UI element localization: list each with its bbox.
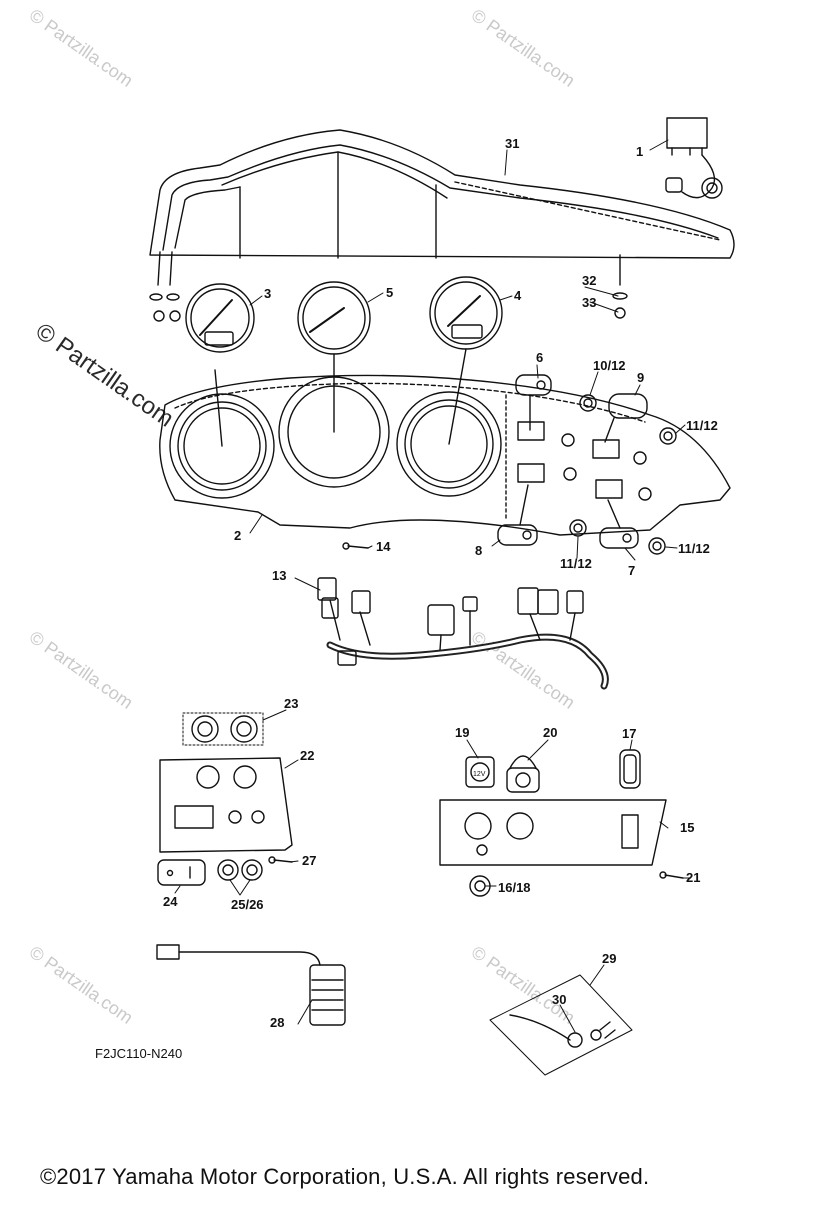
watermark-text: © Partzilla.com xyxy=(26,942,137,1028)
socket-label: 12V xyxy=(473,771,486,778)
diagram-code: F2JC110-N240 xyxy=(95,1046,183,1061)
part-10-11-plugs xyxy=(569,394,677,555)
callout-15: 15 xyxy=(680,820,694,835)
part-3-tachometer xyxy=(185,283,255,353)
part-27-screw xyxy=(268,856,293,864)
callout-11-12: 11/12 xyxy=(686,418,718,433)
part-25-26-grommets xyxy=(217,859,263,881)
callout-23: 23 xyxy=(284,696,298,711)
callout-2: 2 xyxy=(234,528,241,543)
part-9-switch xyxy=(604,393,648,443)
part-28-sensor xyxy=(156,944,346,1026)
part-2-meter-panel xyxy=(159,348,731,536)
part-31-meter-cover xyxy=(149,129,735,286)
callout-28: 28 xyxy=(270,1015,284,1030)
part-4-multifunction-gauge xyxy=(429,276,503,350)
part-15-panel xyxy=(439,799,667,866)
callout-31: 31 xyxy=(505,136,519,151)
callout-3: 3 xyxy=(264,286,271,301)
callout-29: 29 xyxy=(602,951,616,966)
callout-6: 6 xyxy=(536,350,543,365)
callout-19: 19 xyxy=(455,725,469,740)
part-32-33-washer-nut xyxy=(149,292,628,322)
callout-16-18: 16/18 xyxy=(498,880,531,895)
part-6-switch xyxy=(515,374,552,431)
callout-10-12: 10/12 xyxy=(593,358,626,373)
part-20-usb-outlet xyxy=(506,755,540,793)
callout-9: 9 xyxy=(637,370,644,385)
part-24-rocker xyxy=(157,859,206,886)
callout-5: 5 xyxy=(386,285,393,300)
callout-11-12: 11/12 xyxy=(678,541,710,556)
watermark-text: © Partzilla.com xyxy=(26,5,137,91)
part-8-switch xyxy=(497,484,538,546)
callout-4: 4 xyxy=(514,288,522,303)
callout-30: 30 xyxy=(552,992,566,1007)
callout-32: 32 xyxy=(582,273,596,288)
watermark-text: © Partzilla.com xyxy=(468,942,579,1028)
callout-22: 22 xyxy=(300,748,314,763)
part-19-12v-socket: 12V xyxy=(465,756,495,788)
callout-8: 8 xyxy=(475,543,482,558)
callout-17: 17 xyxy=(622,726,636,741)
callout-33: 33 xyxy=(582,295,596,310)
part-14-screw xyxy=(342,542,369,550)
callout-27: 27 xyxy=(302,853,316,868)
part-29-30-kit xyxy=(489,974,633,1076)
callout-13: 13 xyxy=(272,568,286,583)
part-23-outlets xyxy=(182,712,264,746)
callout-7: 7 xyxy=(628,563,635,578)
watermark-text-large: © Partzilla.com xyxy=(31,318,179,433)
callout-25-26: 25/26 xyxy=(231,897,264,912)
callout-1: 1 xyxy=(636,144,643,159)
callout-14: 14 xyxy=(376,539,391,554)
callout-24: 24 xyxy=(163,894,178,909)
copyright-notice: ©2017 Yamaha Motor Corporation, U.S.A. A… xyxy=(40,1164,650,1189)
watermark-text: © Partzilla.com xyxy=(26,627,137,713)
part-22-panel xyxy=(159,757,293,853)
part-7-switch xyxy=(599,499,639,549)
watermark-text: © Partzilla.com xyxy=(468,5,579,91)
part-21-screw xyxy=(659,871,684,879)
callout-labels: 1 2 3 4 5 6 7 8 9 10/12 11/12 11/12 11/1… xyxy=(163,136,718,1030)
callout-11-12: 11/12 xyxy=(560,556,592,571)
leader-lines xyxy=(174,139,691,1033)
part-17-rocker xyxy=(619,749,641,789)
part-1-relay-module xyxy=(665,117,723,199)
part-13-wiring-harness xyxy=(317,577,609,690)
callout-21: 21 xyxy=(686,870,700,885)
callout-20: 20 xyxy=(543,725,557,740)
part-5-speedometer xyxy=(297,281,371,355)
